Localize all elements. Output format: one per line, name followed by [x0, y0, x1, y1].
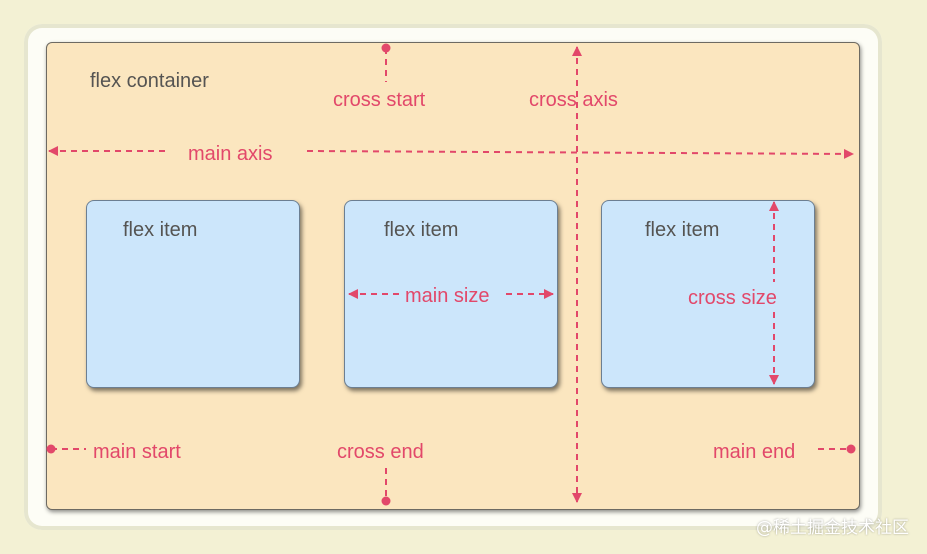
flex-item-1 [86, 200, 300, 388]
watermark-text: @稀土掘金技术社区 [756, 518, 909, 538]
main-start-label: main start [93, 441, 181, 463]
main-end-label: main end [713, 441, 796, 463]
cross-end-label: cross end [337, 441, 424, 463]
cross-start-label: cross start [333, 89, 426, 111]
main-size-label: main size [405, 285, 490, 307]
flex-item-3-label: flex item [645, 219, 720, 241]
main-start-dot [46, 444, 56, 454]
main-axis-label: main axis [188, 143, 273, 165]
cross-start-dot [381, 43, 391, 53]
main-end-dot [846, 444, 856, 454]
cross-size-label: cross size [688, 287, 777, 309]
flex-item-2-label: flex item [384, 219, 459, 241]
flex-item-3 [601, 200, 815, 388]
cross-axis-label: cross axis [529, 89, 618, 111]
flex-container-label: flex container [90, 70, 209, 92]
main-axis-arrow-right [306, 148, 854, 159]
cross-end-dot [381, 496, 391, 506]
flex-item-1-label: flex item [123, 219, 198, 241]
